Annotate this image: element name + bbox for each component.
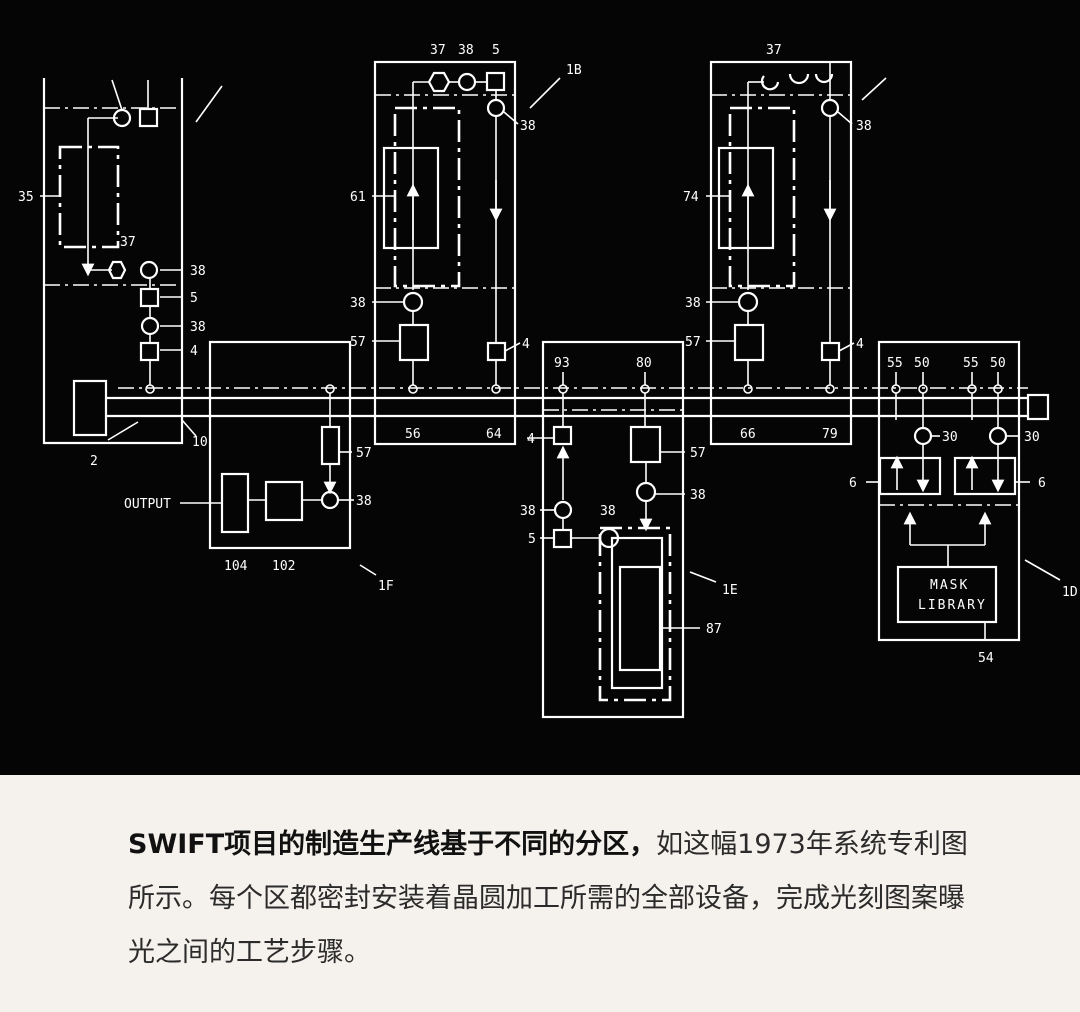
label-37: 37: [766, 43, 782, 58]
label-54: 54: [978, 651, 994, 666]
label-57: 57: [356, 446, 372, 461]
label-4: 4: [190, 344, 198, 359]
label-57: 57: [690, 446, 706, 461]
module-1d: 55 50 55 50 30 30 6 6 MASK LIBRARY 54 1D: [849, 340, 1078, 666]
label-50: 50: [914, 356, 930, 371]
label-38: 38: [458, 43, 474, 58]
patent-diagram: 35 37 38 5 38 4 2 10: [0, 0, 1080, 775]
label-6: 6: [849, 476, 857, 491]
label-35: 35: [18, 190, 34, 205]
label-5: 5: [492, 43, 500, 58]
label-1f: 1F: [378, 579, 394, 594]
label-37: 37: [120, 235, 136, 250]
module-1f: OUTPUT 57 38 104 102 1F: [124, 340, 394, 594]
label-38: 38: [520, 504, 536, 519]
label-4: 4: [522, 337, 530, 352]
label-38: 38: [190, 264, 206, 279]
module-1c: 37 38 74 38 57 4 66 79: [683, 43, 887, 446]
diagram-svg: 35 37 38 5 38 4 2 10: [18, 43, 1078, 719]
label-38: 38: [690, 488, 706, 503]
label-6: 6: [1038, 476, 1046, 491]
caption: SWIFT项目的制造生产线基于不同的分区，如这幅1973年系统专利图所示。每个区…: [128, 818, 988, 980]
label-74: 74: [683, 190, 699, 205]
label-30: 30: [942, 430, 958, 445]
label-104: 104: [224, 559, 248, 574]
caption-bold: SWIFT项目的制造生产线基于不同的分区，: [128, 829, 657, 860]
module-1b: 37 38 5 1B 38 61 38 57 4 56 64: [350, 43, 582, 446]
label-64: 64: [486, 427, 502, 442]
label-38: 38: [520, 119, 536, 134]
label-57: 57: [685, 335, 701, 350]
label-1e: 1E: [722, 583, 738, 598]
label-55: 55: [887, 356, 903, 371]
label-38: 38: [685, 296, 701, 311]
label-80: 80: [636, 356, 652, 371]
label-66: 66: [740, 427, 756, 442]
label-4: 4: [856, 337, 864, 352]
label-38: 38: [600, 504, 616, 519]
label-1b: 1B: [566, 63, 582, 78]
label-30: 30: [1024, 430, 1040, 445]
mask-library-line2: LIBRARY: [918, 598, 987, 613]
label-87: 87: [706, 622, 722, 637]
caption-text: 如这幅1973年系统专利图所示。每个区都密封安装着晶圆加工所需的全部设备，完成光…: [128, 829, 968, 968]
label-1d: 1D: [1062, 585, 1078, 600]
label-57: 57: [350, 335, 366, 350]
label-79: 79: [822, 427, 838, 442]
label-55: 55: [963, 356, 979, 371]
label-10: 10: [192, 435, 208, 450]
label-38: 38: [856, 119, 872, 134]
label-4: 4: [527, 432, 535, 447]
label-38: 38: [350, 296, 366, 311]
label-102: 102: [272, 559, 295, 574]
label-38: 38: [190, 320, 206, 335]
label-37: 37: [430, 43, 446, 58]
transport-bus: [72, 379, 1050, 437]
label-5: 5: [528, 532, 536, 547]
module-1a: 35 37 38 5 38 4 2 10: [18, 78, 223, 469]
output-label: OUTPUT: [124, 497, 171, 512]
label-38: 38: [356, 494, 372, 509]
module-1e: 93 80 4 57 38 38 38 5 1E 87: [520, 340, 738, 719]
label-5: 5: [190, 291, 198, 306]
mask-library-line1: MASK: [930, 578, 969, 593]
label-56: 56: [405, 427, 421, 442]
label-50: 50: [990, 356, 1006, 371]
label-2: 2: [90, 454, 98, 469]
label-93: 93: [554, 356, 570, 371]
label-61: 61: [350, 190, 366, 205]
